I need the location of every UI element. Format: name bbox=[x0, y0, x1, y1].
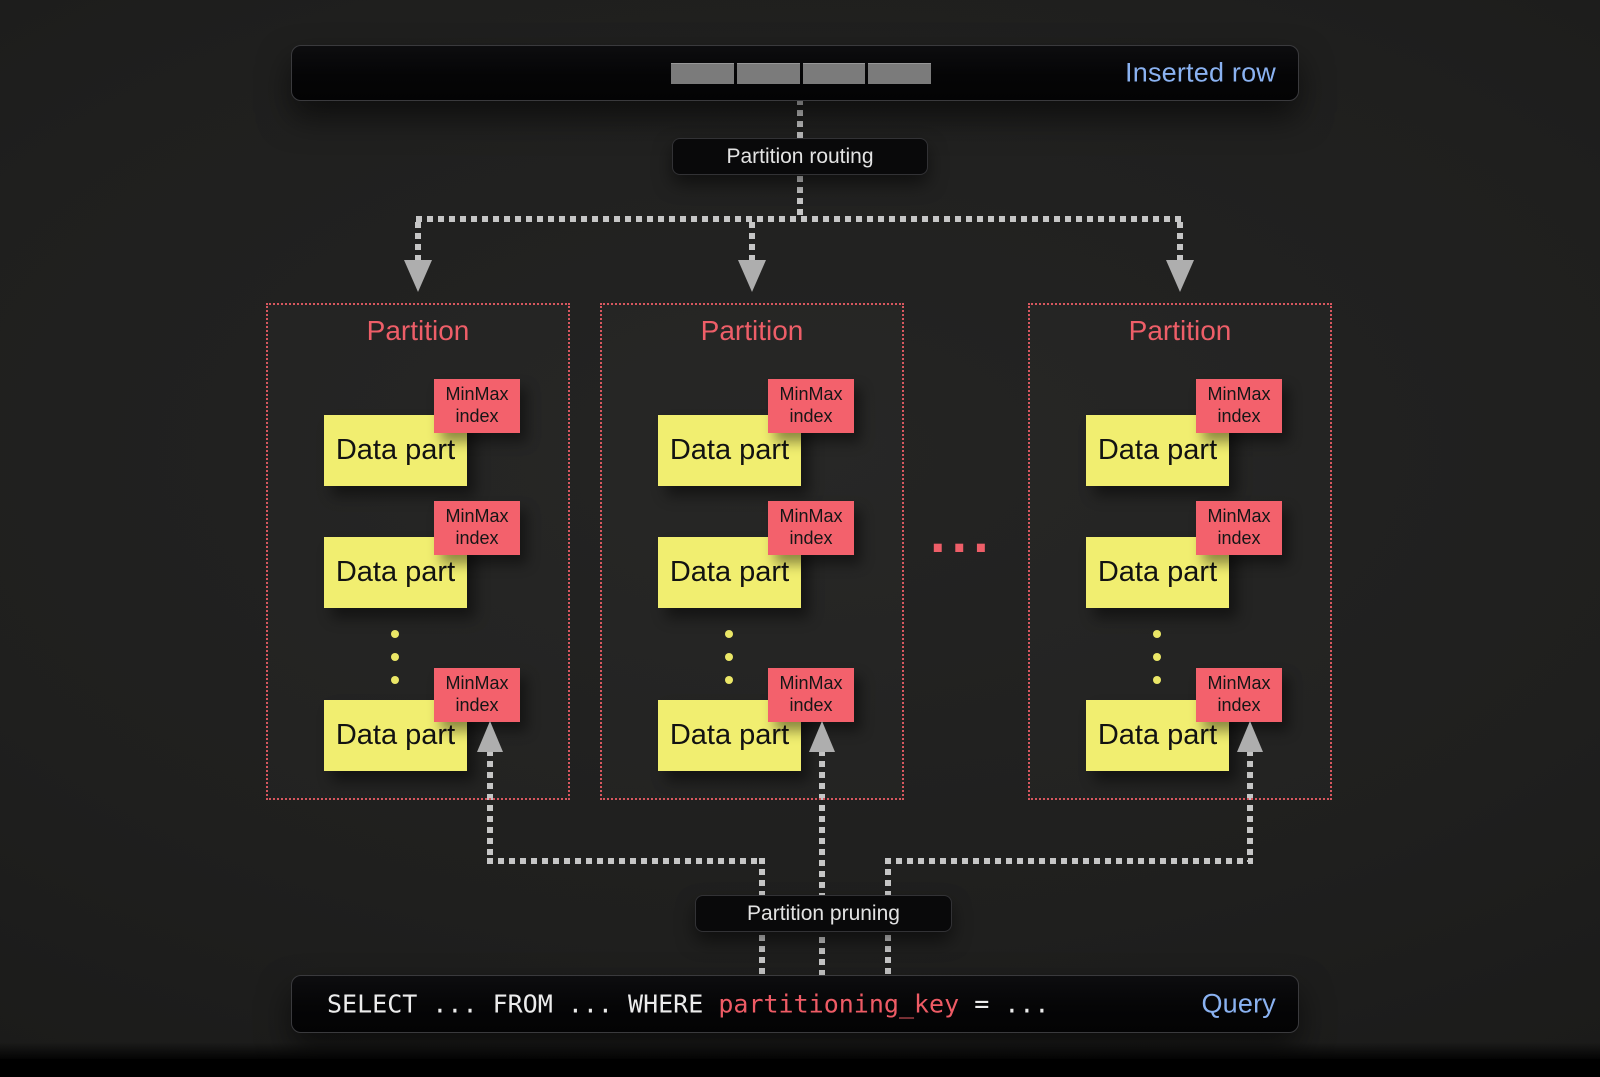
partition-routing-label: Partition routing bbox=[672, 138, 928, 175]
minmax-index-badge: MinMax index bbox=[1196, 501, 1282, 555]
query-label: Query bbox=[1201, 988, 1276, 1019]
minmax-index-badge: MinMax index bbox=[768, 501, 854, 555]
minmax-index-badge: MinMax index bbox=[434, 668, 520, 722]
more-parts-dot-icon bbox=[1153, 676, 1161, 684]
arrow-up-icon bbox=[1237, 721, 1263, 752]
partition-box-1: Partition MinMax index Data part MinMax … bbox=[266, 303, 570, 800]
arrow-down-icon bbox=[404, 260, 432, 292]
pruning-line-left-horizontal bbox=[487, 858, 765, 864]
more-parts-dot-icon bbox=[391, 676, 399, 684]
more-parts-dot-icon bbox=[725, 676, 733, 684]
pruning-line-left-vertical bbox=[487, 750, 493, 862]
more-parts-dot-icon bbox=[1153, 653, 1161, 661]
row-segment-cell bbox=[736, 63, 800, 84]
partition-pruning-label: Partition pruning bbox=[695, 895, 952, 932]
arrow-up-icon bbox=[477, 721, 503, 752]
row-segment-cell bbox=[802, 63, 866, 84]
data-part-box: Data part bbox=[1086, 537, 1229, 608]
more-parts-dot-icon bbox=[725, 653, 733, 661]
more-parts-dot-icon bbox=[391, 630, 399, 638]
sql-before: SELECT ... FROM ... WHERE bbox=[327, 989, 719, 1019]
minmax-index-badge: MinMax index bbox=[1196, 379, 1282, 433]
partition-title: Partition bbox=[366, 315, 470, 346]
partition-title: Partition bbox=[700, 315, 804, 346]
inserted-row-label: Inserted row bbox=[1125, 57, 1276, 88]
arrow-down-icon bbox=[1166, 260, 1194, 292]
partitions-ellipsis: ... bbox=[930, 501, 995, 564]
sql-partitioning-key: partitioning_key bbox=[718, 989, 960, 1019]
pruning-line-right-horizontal bbox=[885, 858, 1253, 864]
branch-stub-left bbox=[415, 222, 421, 262]
data-part-box: Data part bbox=[658, 700, 801, 771]
data-part-box: Data part bbox=[658, 415, 801, 486]
sql-after: = ... bbox=[959, 989, 1050, 1019]
inserted-row-segments bbox=[671, 63, 931, 84]
branch-stub-middle bbox=[749, 222, 755, 262]
minmax-index-badge: MinMax index bbox=[768, 379, 854, 433]
sql-query-text: SELECT ... FROM ... WHERE partitioning_k… bbox=[327, 990, 1049, 1019]
partition-box-2: Partition MinMax index Data part MinMax … bbox=[600, 303, 904, 800]
arrow-down-icon bbox=[738, 260, 766, 292]
pruning-line-right-vertical bbox=[1247, 750, 1253, 862]
data-part-box: Data part bbox=[658, 537, 801, 608]
partition-box-3: Partition MinMax index Data part MinMax … bbox=[1028, 303, 1332, 800]
more-parts-dot-icon bbox=[725, 630, 733, 638]
branch-stub-right bbox=[1177, 222, 1183, 262]
arrow-up-icon bbox=[809, 721, 835, 752]
branch-line bbox=[416, 216, 1182, 222]
more-parts-dot-icon bbox=[1153, 630, 1161, 638]
more-parts-dot-icon bbox=[391, 653, 399, 661]
minmax-index-badge: MinMax index bbox=[1196, 668, 1282, 722]
bottom-letterbox bbox=[0, 1059, 1600, 1077]
row-segment-cell bbox=[671, 63, 734, 84]
minmax-index-badge: MinMax index bbox=[434, 501, 520, 555]
partition-title: Partition bbox=[1128, 315, 1232, 346]
query-bar: SELECT ... FROM ... WHERE partitioning_k… bbox=[291, 975, 1299, 1033]
minmax-index-badge: MinMax index bbox=[434, 379, 520, 433]
inserted-row-bar: Inserted row bbox=[291, 45, 1299, 101]
row-segment-cell bbox=[868, 63, 931, 84]
pruning-line-middle bbox=[819, 750, 825, 975]
bottom-fade bbox=[0, 1042, 1600, 1060]
minmax-index-badge: MinMax index bbox=[768, 668, 854, 722]
